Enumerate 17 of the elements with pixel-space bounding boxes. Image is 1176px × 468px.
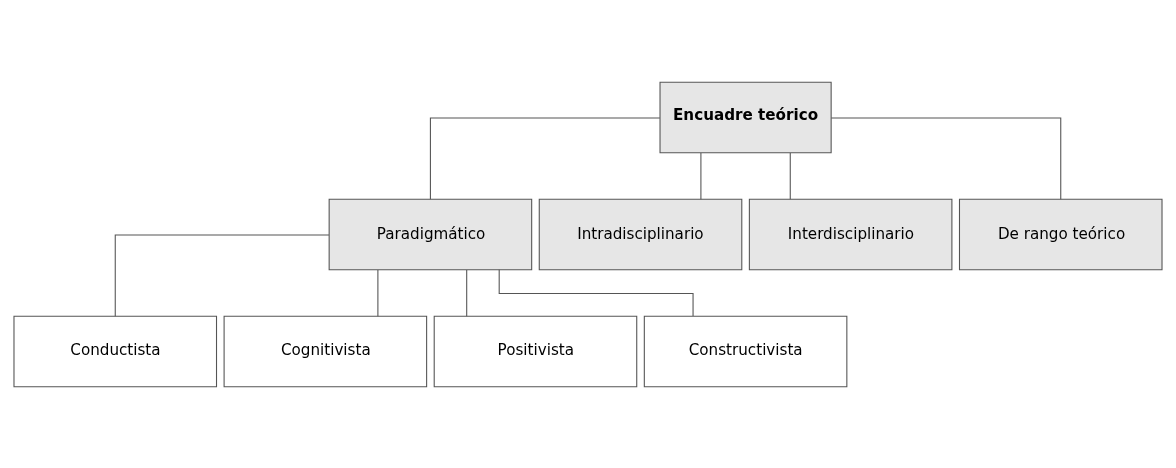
connector [700,151,702,200]
connector [466,268,468,317]
node-box: Cognitivista [223,315,428,387]
node-box: Conductista [13,315,218,387]
node-box: Interdisciplinario [748,198,953,270]
connector [498,268,694,317]
connector [789,151,791,200]
node-box: Positivista [433,315,638,387]
node-box: Encuadre teórico [659,81,832,153]
node-box: Constructivista [643,315,848,387]
connector [429,117,661,200]
connector [377,268,379,317]
node-box: De rango teórico [958,198,1163,270]
node-box: Intradisciplinario [538,198,743,270]
connector [830,117,1062,200]
node-box: Paradigmático [328,198,533,270]
connector [114,234,330,317]
